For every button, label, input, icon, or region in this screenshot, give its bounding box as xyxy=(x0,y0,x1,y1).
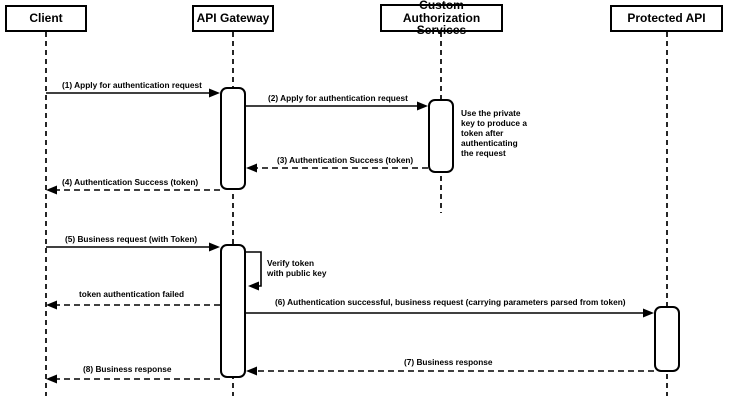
message-label-5: (5) Business request (with Token) xyxy=(65,234,198,244)
self-loop-arrow-verify-token xyxy=(246,251,262,291)
message-label-8: (8) Business response xyxy=(83,364,172,374)
participant-box-api-gateway: API Gateway xyxy=(192,5,274,32)
message-arrow-7 xyxy=(246,366,654,376)
message-arrow-2 xyxy=(246,101,428,111)
activation-protected-api xyxy=(654,306,680,372)
message-label-token-failed: token authentication failed xyxy=(79,289,185,299)
message-arrow-1 xyxy=(46,88,220,98)
activation-custom-authorization xyxy=(428,99,454,173)
message-label-6: (6) Authentication successful, business … xyxy=(275,297,626,307)
participant-label-protected-api: Protected API xyxy=(627,11,706,26)
message-label-2: (2) Apply for authentication request xyxy=(268,93,408,103)
activation-api-gateway-auth xyxy=(220,87,246,190)
activation-api-gateway-business xyxy=(220,244,246,378)
message-arrow-5 xyxy=(46,242,220,252)
participant-box-custom-authorization: Custom Authorization Services xyxy=(380,0,503,36)
message-label-1: (1) Apply for authentication request xyxy=(62,80,202,90)
message-arrow-6 xyxy=(246,308,654,318)
message-label-7: (7) Business response xyxy=(404,357,493,367)
note-private-key: Use the private key to produce a token a… xyxy=(461,108,527,158)
participant-box-protected-api: Protected API xyxy=(610,5,723,32)
message-arrow-8 xyxy=(46,374,220,384)
message-arrow-4 xyxy=(46,185,220,195)
participant-box-client: Client xyxy=(5,5,87,32)
message-arrow-3 xyxy=(246,163,428,173)
message-label-verify-token: Verify token with public key xyxy=(267,258,327,278)
participant-label-api-gateway: API Gateway xyxy=(196,11,270,26)
message-label-3: (3) Authentication Success (token) xyxy=(277,155,414,165)
participant-label-custom-authorization: Custom Authorization Services xyxy=(402,0,481,38)
message-arrow-failed xyxy=(46,300,220,310)
participant-label-client: Client xyxy=(29,11,63,26)
message-label-4: (4) Authentication Success (token) xyxy=(62,177,199,187)
